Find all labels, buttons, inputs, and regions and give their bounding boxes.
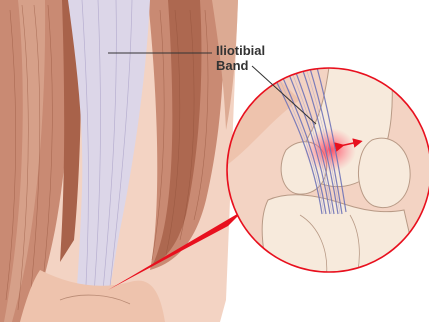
leg [0, 0, 238, 322]
it-band-label-line1: Iliotibial [216, 44, 265, 58]
patella-bone [359, 138, 411, 207]
it-band-label-line2: Band [216, 59, 249, 73]
zoom-view [220, 60, 429, 280]
